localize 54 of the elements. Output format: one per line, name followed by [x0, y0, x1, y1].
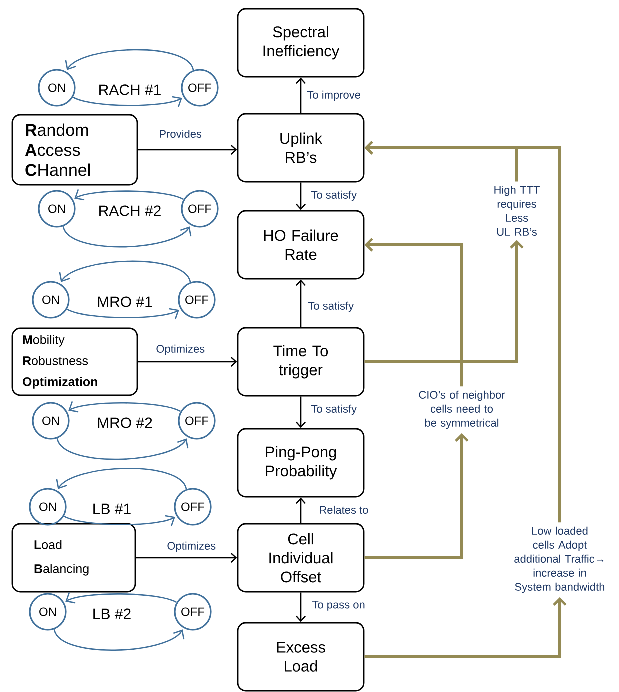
edge-label: To satisfy [307, 300, 356, 314]
loop-label: MRO #2 [98, 418, 152, 428]
function-box: Mobility Robustness Optimization [12, 328, 138, 396]
arrow [296, 182, 306, 210]
process-box: Uplink RB’s [237, 113, 365, 183]
arrow [296, 498, 306, 524]
arrow [296, 592, 306, 622]
arrow [136, 553, 238, 563]
arrow [73, 96, 182, 108]
process-box: Spectral Inefficiency [237, 8, 365, 78]
loop-label: RACH #1 [100, 84, 161, 96]
arrow [66, 592, 177, 604]
loop-label: LB #2 [94, 608, 131, 620]
arrow [364, 238, 464, 387]
arrow [56, 438, 189, 460]
loop-label: RACH #2 [100, 206, 161, 216]
edge-label: Relates to [318, 504, 370, 516]
arrow [59, 260, 192, 283]
arrow [364, 597, 567, 658]
edge-label: To satisfy [310, 404, 358, 416]
loop-label: MRO #1 [98, 296, 152, 308]
edge-label: To improve [306, 90, 362, 102]
arrow [65, 49, 194, 71]
function-box: Random Access CHannel [12, 114, 138, 186]
process-box: Time To trigger [237, 327, 365, 397]
arrow [74, 189, 184, 201]
arrow [67, 308, 180, 320]
annotation-text: High TTT requires Less UL RB’s [494, 186, 540, 236]
arrow [68, 401, 181, 413]
arrow [54, 629, 185, 652]
arrow [364, 433, 469, 560]
arrow [296, 396, 306, 428]
edge-label: Provides [158, 128, 203, 140]
arrow [138, 145, 238, 155]
process-box: Ping-Pong Probability [237, 428, 365, 498]
edge-label: Optimizes [166, 540, 218, 554]
process-box: HO Failure Rate [237, 210, 365, 280]
edge-label: To satisfy [310, 190, 358, 202]
arrow [296, 78, 306, 114]
function-box: Load Balancing [12, 523, 136, 593]
edge-label: To pass on [311, 600, 366, 612]
arrow [56, 468, 188, 490]
process-box: Cell Individual Offset [237, 523, 365, 593]
arrow [62, 226, 192, 248]
arrow [364, 141, 562, 523]
edge-label: Optimizes [155, 344, 206, 356]
annotation-text: Low loaded cells Adopt additional Traffic→ increase in System bandwidth [514, 526, 605, 594]
arrow [64, 515, 176, 527]
arrow [138, 357, 238, 367]
process-box: Excess Load [237, 622, 365, 692]
arrow [296, 280, 306, 328]
arrow [364, 240, 524, 364]
annotation-text: CIO’s of neighbor cells need to be symmetrical [419, 390, 506, 430]
loop-label: LB #1 [94, 504, 131, 514]
